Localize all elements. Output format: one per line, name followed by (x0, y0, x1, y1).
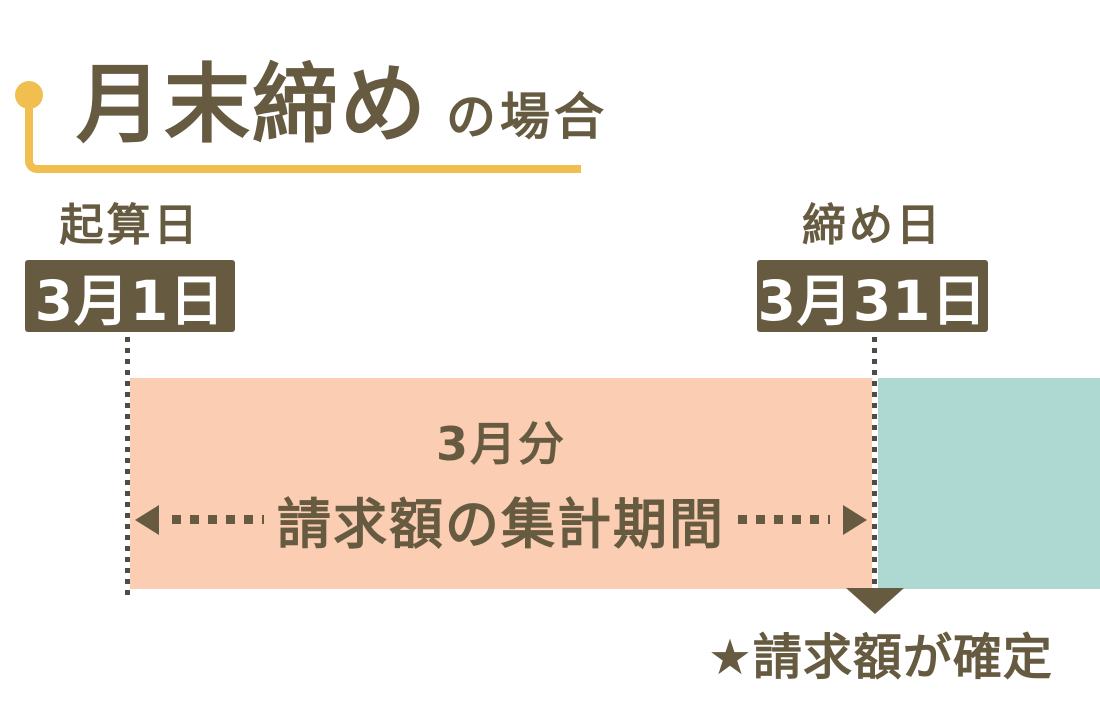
title-accent-line (25, 95, 581, 173)
page-title: 月末締め の場合 (76, 55, 608, 155)
closing-down-arrow-icon (846, 588, 904, 614)
title-accent-dot-icon (15, 81, 43, 109)
period-month-label: 3月分 (435, 417, 566, 471)
title-main: 月末締め (76, 55, 428, 155)
title-suffix: の場合 (446, 88, 608, 146)
closing-date-label: 締め日 (802, 200, 943, 251)
closing-date-box: 3月31日 (757, 260, 988, 333)
closing-date-dotted-line (872, 337, 877, 589)
aggregation-period-content: 3月分 請求額の集計期間 (130, 378, 872, 589)
start-date-box: 3月1日 (25, 260, 235, 333)
aggregation-period-band (130, 378, 872, 589)
dotted-segment-left (172, 515, 264, 524)
start-date-label: 起算日 (59, 200, 201, 251)
arrowhead-left-icon (135, 504, 159, 535)
dotted-segment-right (738, 515, 830, 524)
start-date-dotted-line (125, 337, 130, 599)
billing-confirmed-note: ★請求額が確定 (708, 629, 1053, 686)
next-period-band (878, 378, 1100, 589)
arrowhead-right-icon (843, 504, 867, 535)
period-span-arrow: 請求額の集計期間 (135, 480, 867, 559)
period-label: 請求額の集計期間 (277, 493, 725, 556)
